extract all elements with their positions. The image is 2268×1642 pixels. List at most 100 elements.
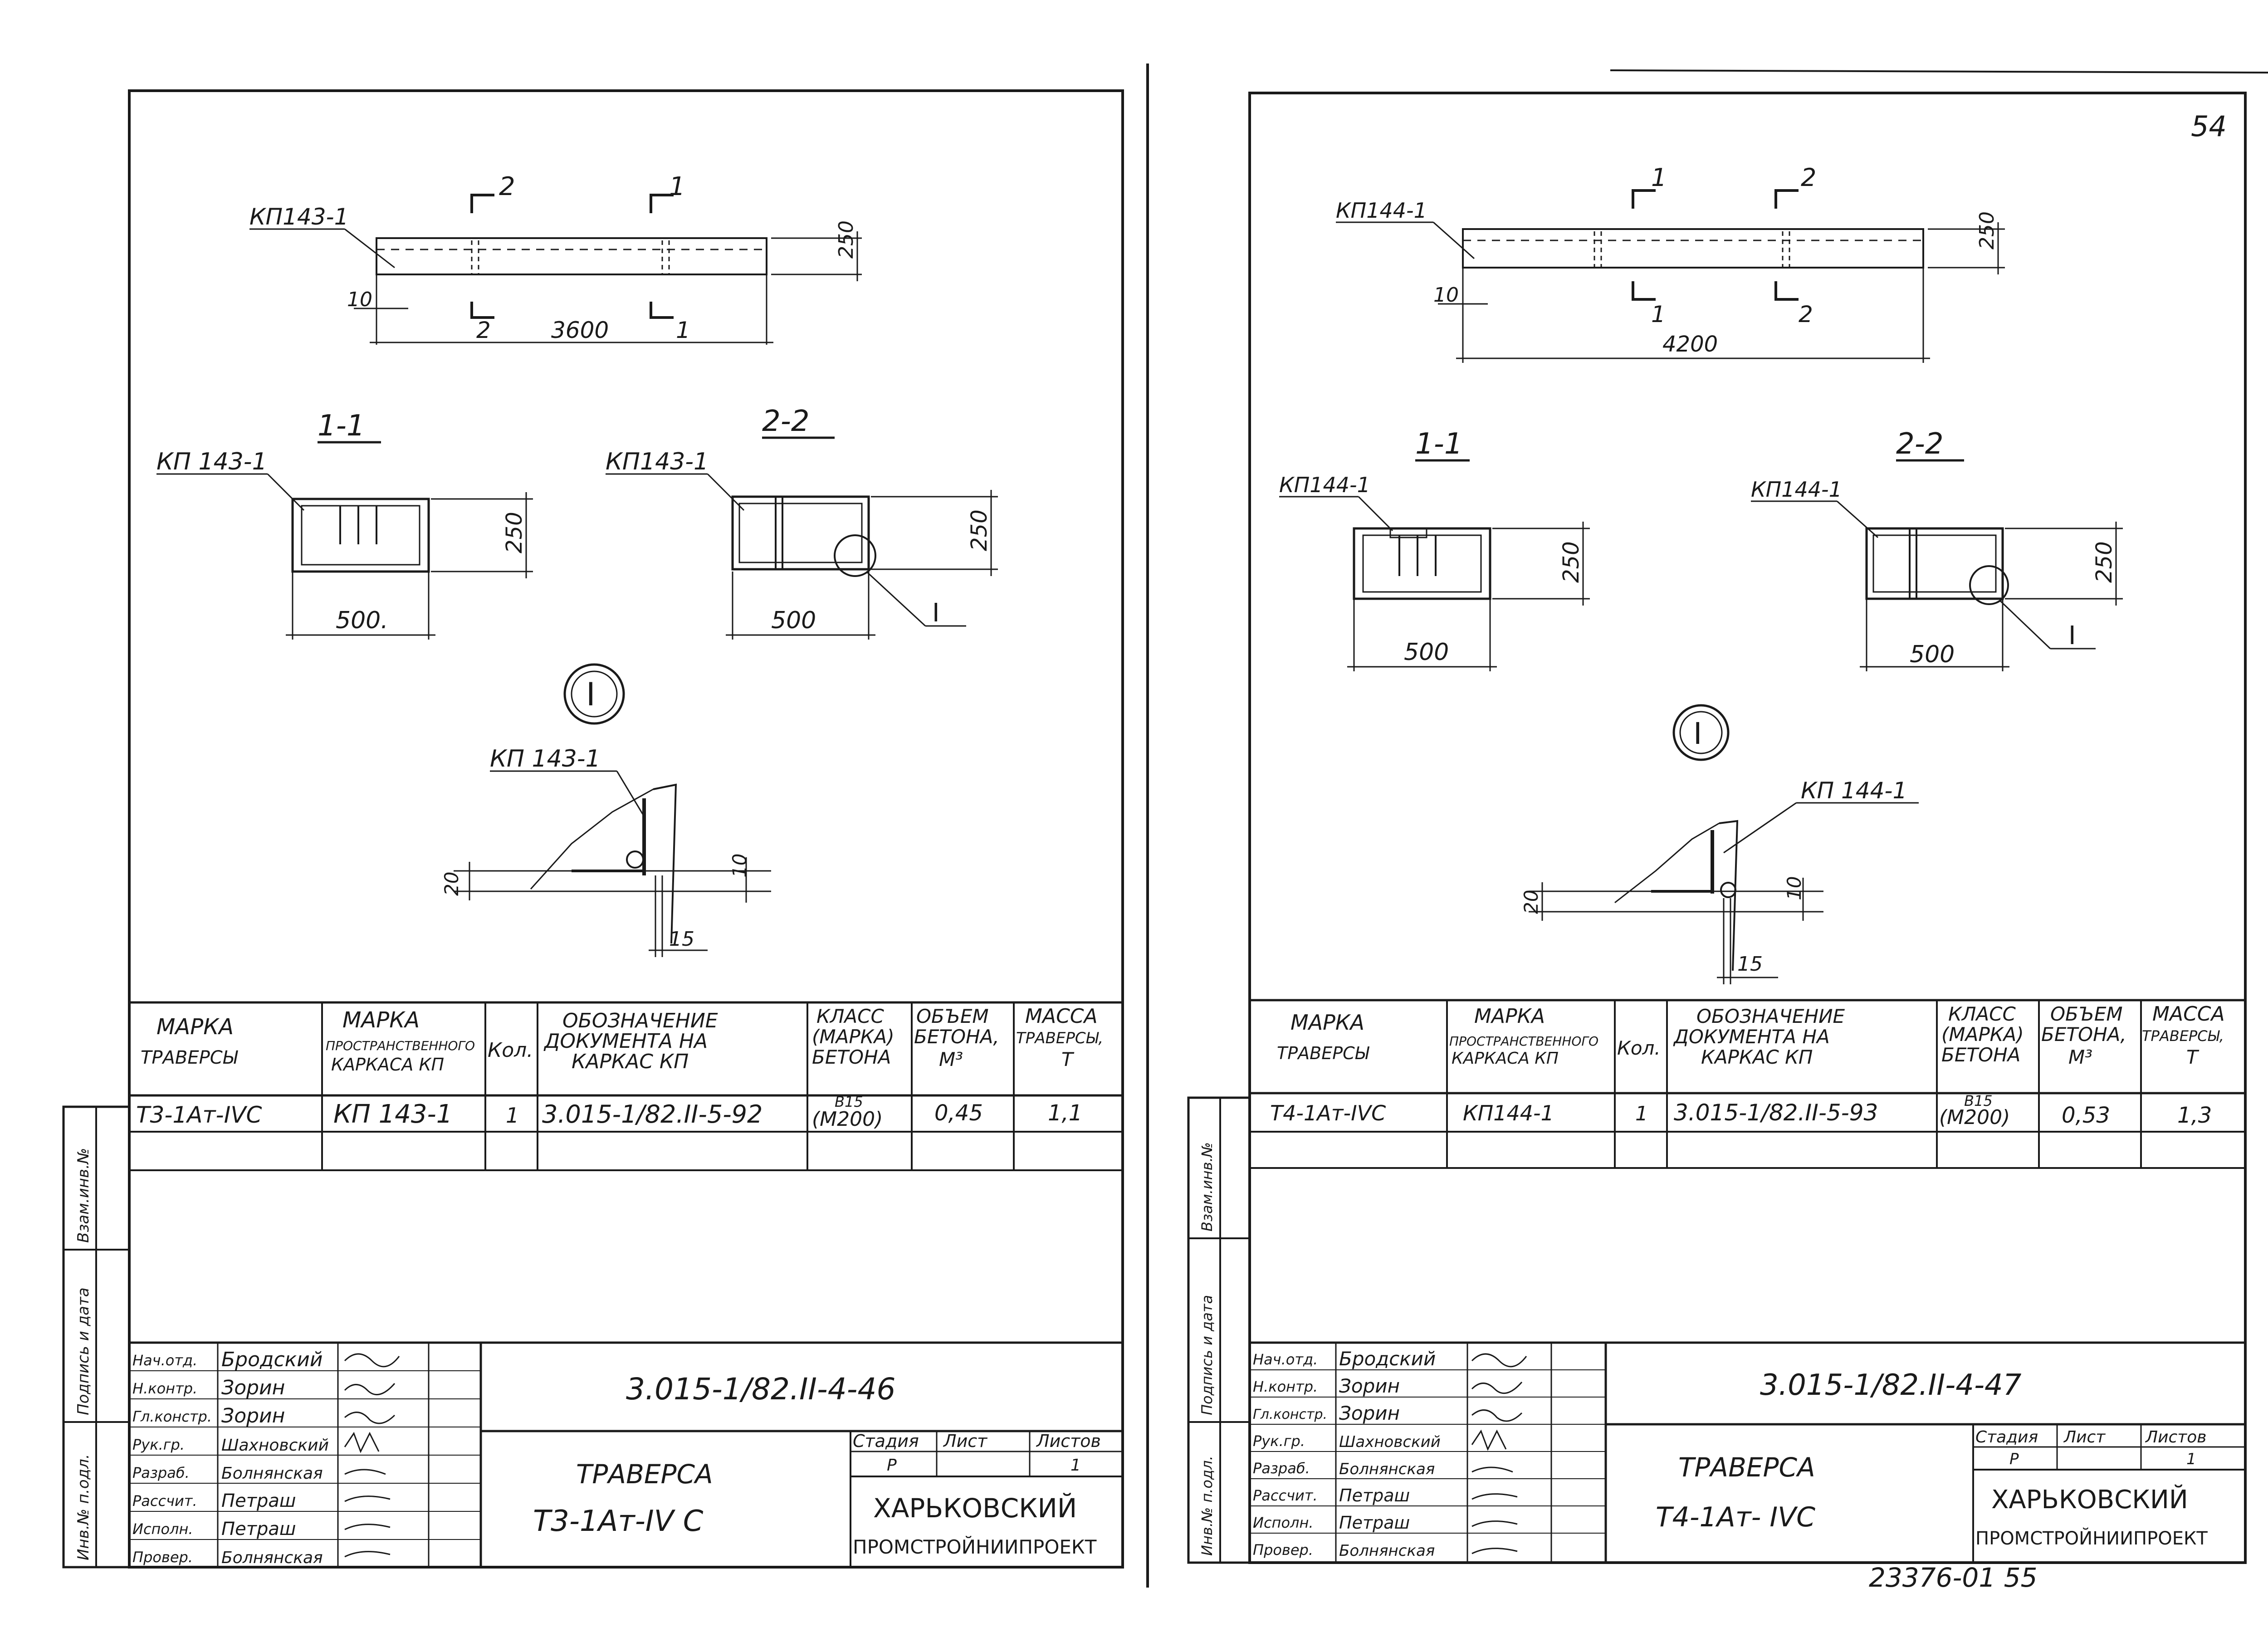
sheet-left: Инв.№ п.одл. Подпись и дата Взам.инв.№ 2…: [62, 89, 1124, 1569]
svg-text:1-1: 1-1: [1415, 427, 1463, 461]
svg-text:250: 250: [2092, 541, 2117, 583]
svg-text:Исполн.: Исполн.: [1253, 1514, 1314, 1531]
svg-text:Т: Т: [2186, 1046, 2200, 1068]
svg-text:Рук.гр.: Рук.гр.: [132, 1436, 185, 1453]
svg-text:Стадия: Стадия: [853, 1431, 919, 1451]
svg-text:250: 250: [835, 220, 858, 259]
spec-table: МАРКА ТРАВЕРСЫ МАРКА ПРОСТРАНСТВЕННОГО К…: [1250, 999, 2245, 1169]
svg-text:500.: 500.: [336, 607, 388, 634]
svg-text:Болнянская: Болнянская: [1339, 1460, 1435, 1478]
svg-text:1,3: 1,3: [2177, 1103, 2212, 1128]
svg-text:ОБОЗНАЧЕНИЕ: ОБОЗНАЧЕНИЕ: [562, 1009, 718, 1032]
svg-text:Инв.№ п.одл.: Инв.№ п.одл.: [1198, 1456, 1216, 1556]
side-stamp: [1187, 1096, 1251, 1564]
stamp-signature: Подпись и дата: [74, 1287, 93, 1415]
svg-text:10: 10: [728, 854, 751, 878]
svg-text:КП 144-1: КП 144-1: [1801, 777, 1907, 804]
title-block: Нач.отд. Бродский Н.контр. Зорин Гл.конс…: [1250, 1341, 2245, 1563]
svg-text:(М200): (М200): [812, 1108, 883, 1131]
svg-text:КП 143-1: КП 143-1: [333, 1100, 452, 1129]
svg-text:КП143-1: КП143-1: [606, 448, 709, 475]
sheet-frame: [1248, 92, 2247, 1564]
drawing-code: 3.015-1/82.II-4-46: [626, 1372, 895, 1407]
svg-text:20: 20: [440, 872, 463, 896]
svg-text:КАРКАСА КП: КАРКАСА КП: [331, 1055, 444, 1075]
svg-text:2: 2: [1801, 163, 1816, 192]
svg-text:МАССА: МАССА: [1025, 1005, 1098, 1028]
svg-text:ОБЪЕМ: ОБЪЕМ: [2050, 1003, 2123, 1025]
svg-text:2: 2: [476, 317, 491, 343]
svg-text:Бродский: Бродский: [221, 1348, 323, 1371]
svg-text:Бродский: Бродский: [1339, 1348, 1436, 1370]
svg-text:МАРКА: МАРКА: [1290, 1010, 1364, 1035]
svg-text:Провер.: Провер.: [132, 1549, 193, 1566]
svg-text:1: 1: [676, 317, 690, 343]
svg-text:1: 1: [1651, 163, 1667, 192]
sheet-frame: [128, 89, 1124, 1569]
svg-text:ПРОСТРАНСТВЕННОГО: ПРОСТРАНСТВЕННОГО: [1449, 1034, 1598, 1049]
svg-text:Зорин: Зорин: [221, 1376, 285, 1399]
svg-text:Гл.констр.: Гл.констр.: [1253, 1407, 1327, 1422]
svg-text:ДОКУМЕНТА НА: ДОКУМЕНТА НА: [1673, 1026, 1830, 1048]
svg-text:ХАРЬКОВСКИЙ: ХАРЬКОВСКИЙ: [873, 1492, 1077, 1524]
svg-text:1: 1: [669, 172, 685, 201]
stamp-replace: Взам.инв.№: [74, 1148, 93, 1243]
svg-text:Зорин: Зорин: [221, 1404, 285, 1427]
svg-text:ПРОСТРАНСТВЕННОГО: ПРОСТРАНСТВЕННОГО: [326, 1038, 475, 1053]
svg-text:В15: В15: [835, 1093, 863, 1110]
svg-text:БЕТОНА: БЕТОНА: [1941, 1044, 2020, 1066]
svg-text:Подпись и дата: Подпись и дата: [1198, 1295, 1216, 1415]
svg-text:250: 250: [502, 512, 527, 553]
svg-text:КП 143-1: КП 143-1: [490, 745, 601, 772]
svg-text:15: 15: [669, 928, 694, 951]
svg-text:ПРОМСТРОЙНИИПРОЕКТ: ПРОМСТРОЙНИИПРОЕКТ: [1975, 1527, 2208, 1549]
svg-text:1,1: 1,1: [1048, 1100, 1082, 1126]
svg-text:Болнянская: Болнянская: [221, 1464, 323, 1483]
svg-text:ТРАВЕРСА: ТРАВЕРСА: [576, 1459, 713, 1490]
svg-text:КАРКАСА КП: КАРКАСА КП: [1452, 1049, 1559, 1068]
svg-text:Р: Р: [2009, 1450, 2019, 1468]
svg-text:I: I: [2068, 621, 2076, 650]
svg-text:Т4-1Ат-IVС: Т4-1Ат-IVС: [1270, 1101, 1386, 1125]
svg-text:Рассчит.: Рассчит.: [132, 1492, 197, 1510]
svg-text:Петраш: Петраш: [1339, 1513, 1410, 1533]
elevation-view: 1 1 2 2 4200 250 10 КП144-1: [1336, 163, 2005, 363]
svg-text:ТРАВЕРСЫ,: ТРАВЕРСЫ,: [2142, 1027, 2224, 1045]
svg-text:250: 250: [1559, 541, 1584, 583]
section-1-1: 1-1 500. 250 КП 143-1: [156, 409, 533, 640]
svg-text:Лист: Лист: [2063, 1428, 2106, 1447]
node-detail: I КП 144-1 20 10 15: [1520, 704, 1919, 984]
node-detail: I КП 143-1 20 10 15: [440, 663, 771, 957]
svg-text:ПРОМСТРОЙНИИПРОЕКТ: ПРОМСТРОЙНИИПРОЕКТ: [853, 1535, 1097, 1558]
svg-text:0,53: 0,53: [2062, 1103, 2110, 1128]
spec-table: МАРКА ТРАВЕРСЫ МАРКА ПРОСТРАНСТВЕННОГО К…: [129, 1001, 1123, 1171]
svg-text:Зорин: Зорин: [1339, 1375, 1400, 1397]
svg-text:3.015-1/82.II-4-47: 3.015-1/82.II-4-47: [1760, 1368, 2022, 1402]
svg-text:Т4-1Ат- IVС: Т4-1Ат- IVС: [1656, 1501, 1815, 1533]
svg-text:Рассчит.: Рассчит.: [1253, 1487, 1318, 1504]
section-1-1: 1-1 500 250 КП144-1: [1279, 427, 1590, 671]
svg-text:1: 1: [2186, 1450, 2196, 1468]
svg-text:Рук.гр.: Рук.гр.: [1253, 1432, 1305, 1450]
svg-text:(МАРКА): (МАРКА): [812, 1026, 894, 1048]
svg-text:1: 1: [1651, 301, 1666, 327]
svg-text:I: I: [586, 676, 596, 713]
svg-text:КАРКАС КП: КАРКАС КП: [1701, 1046, 1813, 1068]
svg-text:КЛАСС: КЛАСС: [816, 1005, 884, 1027]
svg-text:Р: Р: [887, 1456, 897, 1475]
elevation-view: 2 2 1 1 3600 250 10 КП143-1: [249, 172, 862, 345]
top-frame-label: КП143-1: [249, 204, 348, 230]
svg-text:КЛАСС: КЛАСС: [1948, 1003, 2016, 1025]
svg-text:500: 500: [1404, 639, 1449, 666]
svg-text:М³: М³: [2068, 1046, 2092, 1068]
svg-text:Петраш: Петраш: [1339, 1486, 1410, 1505]
svg-text:250: 250: [967, 509, 992, 551]
svg-text:250: 250: [1975, 211, 1999, 249]
svg-text:КАРКАС КП: КАРКАС КП: [572, 1050, 689, 1073]
svg-text:Петраш: Петраш: [221, 1519, 296, 1539]
svg-text:500: 500: [771, 607, 816, 634]
svg-text:ТРАВЕРСА: ТРАВЕРСА: [1678, 1452, 1815, 1483]
svg-text:ТРАВЕРСЫ: ТРАВЕРСЫ: [1277, 1043, 1370, 1063]
bottom-number: 23376-01 55: [1869, 1562, 2037, 1593]
